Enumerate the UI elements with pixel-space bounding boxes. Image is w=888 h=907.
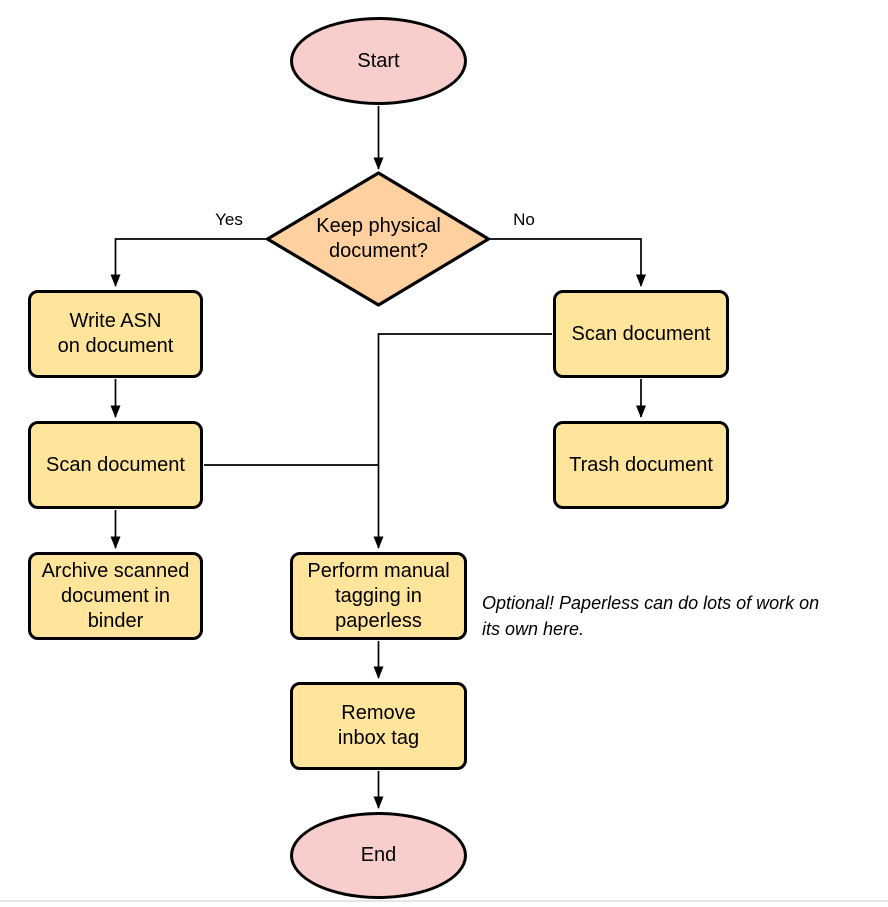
page-bottom-strip — [0, 902, 888, 907]
node-start: Start — [290, 17, 467, 105]
node-remove-inbox-tag: Remove inbox tag — [290, 682, 467, 770]
annotation-optional-note: Optional! Paperless can do lots of work … — [482, 593, 820, 639]
edge-label-yes: Yes — [215, 210, 243, 229]
node-scan-document-right: Scan document — [553, 290, 729, 378]
node-perform-manual-tagging: Perform manual tagging in paperless — [290, 552, 467, 640]
node-trash-document: Trash document — [553, 421, 729, 509]
edge-scan-right-to-tagging — [373, 333, 552, 549]
node-archive-scanned-document: Archive scanned document in binder — [28, 552, 203, 640]
node-write-asn-on-document: Write ASN on document — [28, 290, 203, 378]
edge-decision-yes-to-write-asn — [110, 238, 266, 287]
page-bottom-divider — [0, 900, 888, 902]
edge-label-no: No — [513, 210, 535, 229]
decision-diamond-shape — [265, 171, 491, 307]
node-end: End — [290, 812, 467, 899]
node-decision-keep-physical-document: Keep physical document? — [316, 215, 441, 262]
node-scan-document-left: Scan document — [28, 421, 203, 509]
edge-decision-no-to-scan-right — [490, 238, 646, 287]
